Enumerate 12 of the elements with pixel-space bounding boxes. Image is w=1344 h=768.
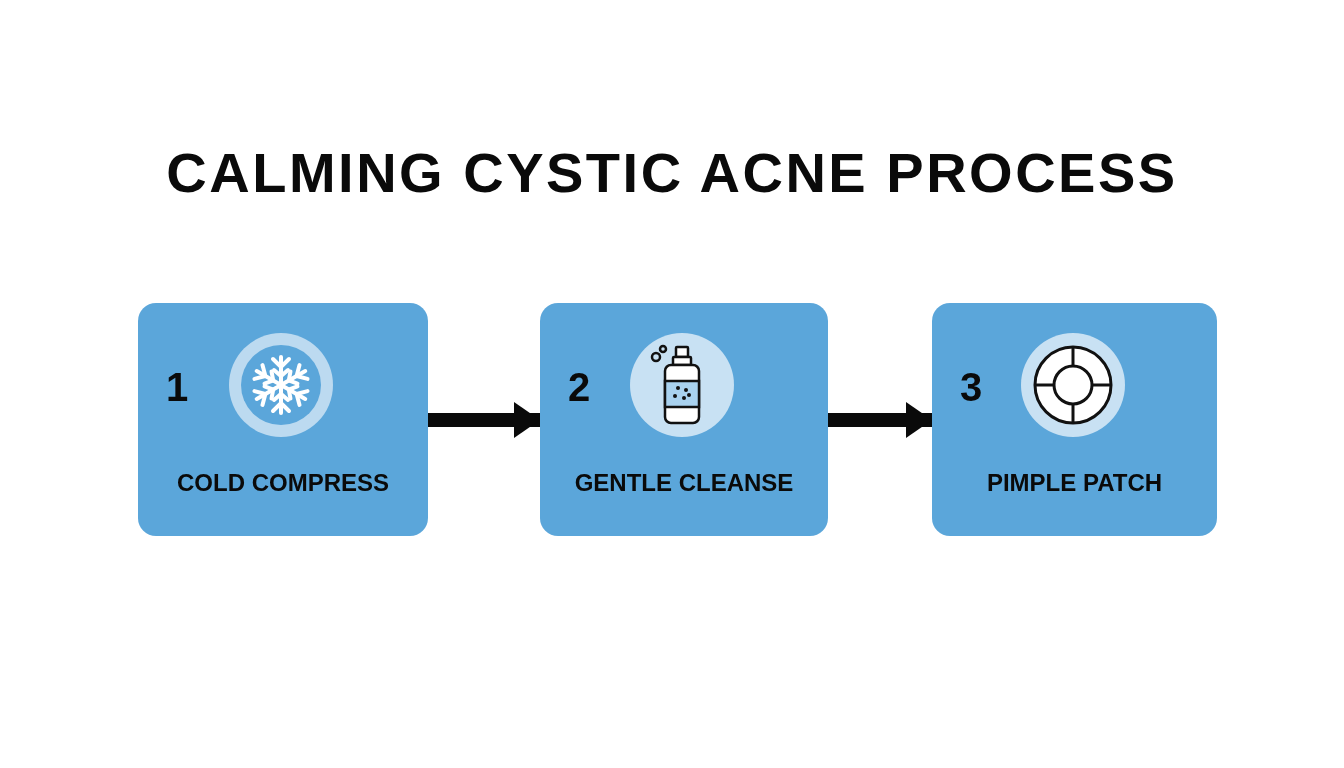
arrow: [828, 402, 932, 438]
arrow: [428, 402, 540, 438]
step-label: COLD COMPRESS: [176, 469, 390, 497]
step-number: 3: [960, 365, 983, 410]
step-label: GENTLE CLEANSE: [573, 469, 795, 497]
title: CALMING CYSTIC ACNE PROCESS: [165, 140, 1179, 205]
step-card: [138, 303, 428, 536]
step-card: [540, 303, 828, 536]
step-number: 1: [166, 365, 189, 410]
step-card: [932, 303, 1217, 536]
step-label: PIMPLE PATCH: [985, 469, 1164, 497]
step-number: 2: [568, 365, 591, 410]
